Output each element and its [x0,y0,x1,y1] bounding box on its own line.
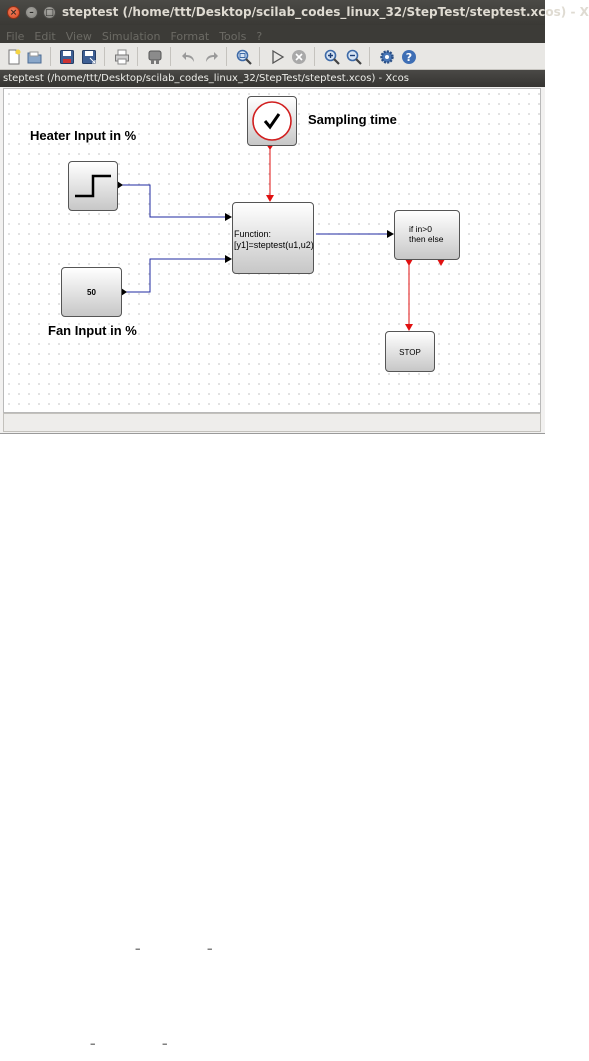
start-button[interactable] [268,48,286,66]
stop-label: STOP [399,348,421,357]
zoom-out-button[interactable] [345,48,363,66]
zoom-in-button[interactable] [323,48,341,66]
stop-block[interactable]: STOP [385,331,435,372]
open-button[interactable] [26,48,44,66]
event-arrow-ifthen-out1 [405,259,413,266]
new-file-icon [8,49,21,65]
save-as-button[interactable] [80,48,98,66]
menu-bar: File Edit View Simulation Format Tools? [0,25,545,43]
step-function-icon [75,174,111,198]
window-title: steptest (/home/ttt/Desktop/scilab_codes… [62,5,589,19]
maximize-window-button[interactable]: □ [43,6,56,19]
close-icon: × [9,8,18,18]
step-block[interactable] [68,161,118,211]
maximize-icon: □ [45,8,54,18]
toolbar: ? [0,43,545,70]
play-icon [272,49,285,65]
event-arrow-ifthen-out2 [437,259,445,266]
zoom-out-icon [346,49,362,65]
menu-file[interactable]: File [6,30,25,43]
save-button[interactable] [58,48,76,66]
arrow-out-step [117,181,123,189]
redo-button[interactable] [202,48,220,66]
zoom-in-icon [324,49,340,65]
arrow-in-function-1 [225,213,232,221]
arrow-out-const [121,288,127,296]
minimize-window-button[interactable]: – [25,6,38,19]
close-window-button[interactable]: × [7,6,20,19]
save-as-icon [82,50,96,64]
print-icon [115,49,129,65]
sampling-time-label: Sampling time [308,112,397,127]
redo-icon [206,52,218,62]
footer-mark-3: – [90,1037,96,1050]
event-arrow-stop [405,324,413,331]
gear-icon [380,50,394,64]
menu-edit[interactable]: Edit [34,30,56,43]
help-button[interactable]: ? [400,48,418,66]
function-expression: [y1]=steptest(u1,u2) [234,240,314,250]
palette-browser-button[interactable] [146,48,164,66]
constant-value: 50 [87,288,96,297]
fan-input-label: Fan Input in % [48,323,137,338]
menu-help[interactable]: ? [256,30,263,43]
new-diagram-button[interactable] [5,48,23,66]
save-icon [60,50,74,64]
help-icon: ? [402,50,416,64]
constant-block[interactable]: 50 [61,267,122,317]
diagram-links [117,144,445,331]
function-label: Function: [234,229,272,239]
title-bar[interactable]: × – □ steptest (/home/ttt/Desktop/scilab… [0,0,589,25]
arrow-in-function-2 [225,255,232,263]
minimize-icon: – [29,8,34,18]
palette-icon [148,50,162,64]
undo-button[interactable] [180,48,198,66]
if-then-else-line2: then else [409,234,444,244]
arrow-in-ifthen [387,230,394,238]
footer-mark-2: – [207,942,213,955]
if-then-else-block[interactable]: if in>0 then else [394,210,460,260]
menu-format[interactable]: Format [170,30,210,43]
svg-text:?: ? [406,51,412,64]
open-folder-icon [27,51,42,64]
undo-icon [182,52,194,62]
stop-button[interactable] [290,48,308,66]
footer-mark-4: – [162,1037,168,1050]
status-bar [3,413,541,432]
setup-button[interactable] [378,48,396,66]
clock-icon [252,101,292,141]
data-link-heater[interactable] [118,184,227,218]
menu-tools[interactable]: Tools [219,30,247,43]
function-block[interactable]: Function: [y1]=steptest(u1,u2) [232,202,314,274]
print-button[interactable] [113,48,131,66]
menu-simulation[interactable]: Simulation [101,30,161,43]
menu-view[interactable]: View [65,30,92,43]
footer-mark-1: – [135,942,141,955]
clock-block[interactable] [247,96,297,146]
document-tab[interactable]: steptest (/home/ttt/Desktop/scilab_codes… [0,70,545,87]
fit-diagram-button[interactable] [235,48,253,66]
event-arrow-function [266,195,274,202]
if-then-else-line1: if in>0 [409,224,432,234]
data-link-fan[interactable] [122,258,227,293]
zoom-fit-icon [236,49,252,65]
heater-input-label: Heater Input in % [30,128,137,143]
xcos-window: × – □ steptest (/home/ttt/Desktop/scilab… [0,0,589,434]
diagram-canvas[interactable]: Heater Input in % Fan Input in % Samplin… [3,88,541,413]
stop-icon [292,50,306,64]
